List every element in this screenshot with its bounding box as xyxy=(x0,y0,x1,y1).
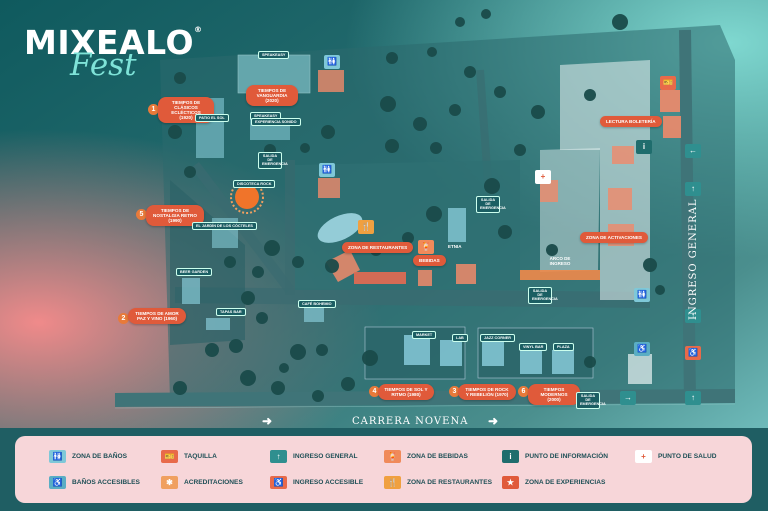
era-label-1970[interactable]: TIEMPOS DE ROCK Y REBELIÓN (1970) xyxy=(458,384,516,401)
badge-icon: ✱ xyxy=(161,476,178,489)
drink-icon[interactable]: 🍹 xyxy=(418,240,434,254)
era-number-3: 3 xyxy=(449,386,460,397)
info-icon[interactable]: i xyxy=(636,140,652,154)
era-number-1: 1 xyxy=(148,104,159,115)
health-icon: + xyxy=(635,450,652,463)
legend-item: + PUNTO DE SALUD xyxy=(635,450,717,463)
road-ingreso-general: INGRESO GENERAL xyxy=(688,198,699,320)
arrow-up-icon: ↑ xyxy=(270,450,287,463)
era-label-1960[interactable]: TIEMPOS DE AMOR PAZ Y VINO (1960) xyxy=(128,308,186,325)
legend-item: 🎫 TAQUILLA xyxy=(161,450,217,463)
emergency-exit-1: SALIDA DE EMERGENCIA xyxy=(258,152,288,169)
accessible-restroom-icon[interactable]: ♿ xyxy=(634,342,650,356)
stage-label: ETNIA xyxy=(448,244,462,249)
lab-tag: LAB xyxy=(452,334,468,343)
tapas-tag: TAPAS BAR xyxy=(216,308,246,317)
era-number-6: 6 xyxy=(518,386,529,397)
jazz-tag: JAZZ CORNER xyxy=(480,334,516,343)
map-legend: 🚻 ZONA DE BAÑOS ♿ BAÑOS ACCESIBLES 🎫 TAQ… xyxy=(15,436,752,503)
legend-item: 🍴 ZONA DE RESTAURANTES xyxy=(384,476,492,489)
legend-item: ★ ZONA DE EXPERIENCIAS xyxy=(502,476,605,489)
info-icon: i xyxy=(502,450,519,463)
legend-item: i PUNTO DE INFORMACIÓN xyxy=(502,450,608,463)
emergency-exit-2: SALIDA DE EMERGENCIA xyxy=(476,196,506,213)
restroom-icon: 🚻 xyxy=(49,450,66,463)
ticket-reading[interactable]: LECTURA BOLETERÍA xyxy=(600,116,662,128)
accessible-entry-icon: ♿ xyxy=(270,476,287,489)
restroom-icon[interactable]: 🚻 xyxy=(324,55,340,69)
legend-item: ↑ INGRESO GENERAL xyxy=(270,450,357,463)
arrow-up-icon[interactable]: ↑ xyxy=(685,309,701,323)
accessible-restroom-icon: ♿ xyxy=(49,476,66,489)
experience-icon: ★ xyxy=(502,476,519,489)
zone-activations[interactable]: ZONA DE ACTIVACIONES xyxy=(580,232,648,244)
experiencia-tag: EXPERIENCIA SONIDO xyxy=(251,118,301,127)
ticket-icon: 🎫 xyxy=(161,450,178,463)
patio-tag: PATIO EL SOL xyxy=(195,114,229,123)
entrance-arch-label: ARCO DE INGRESO xyxy=(549,256,571,267)
arrow-up-icon[interactable]: ↑ xyxy=(685,391,701,405)
arrow-right-icon: ➜ xyxy=(488,414,499,428)
legend-item: ♿ BAÑOS ACCESIBLES xyxy=(49,476,140,489)
legend-item: 🚻 ZONA DE BAÑOS xyxy=(49,450,127,463)
market-tag: MARKET xyxy=(412,331,437,340)
cafe-tag: CAFÉ BOHEMIO xyxy=(298,300,336,309)
era-number-2: 2 xyxy=(118,313,129,324)
accessible-entry-icon[interactable]: ♿ xyxy=(685,346,701,360)
restroom-icon[interactable]: 🚻 xyxy=(319,163,335,177)
era-label-1980[interactable]: TIEMPOS DE SOL Y RITMO (1980) xyxy=(378,384,434,401)
road-carrera-novena: CARRERA NOVENA xyxy=(352,416,469,427)
speakeasy-tag: SPEAKEASY xyxy=(258,51,290,60)
era-label-2020[interactable]: TIEMPOS DE VANGUARDIA (2020) xyxy=(246,85,298,107)
brand-subtitle: Fest xyxy=(70,47,137,83)
era-number-4: 4 xyxy=(369,386,380,397)
brand-title: MIXEALO® xyxy=(24,23,203,62)
food-icon: 🍴 xyxy=(384,476,401,489)
zone-drinks[interactable]: BEBIDAS xyxy=(413,255,446,267)
arrow-left-icon[interactable]: ← xyxy=(685,144,701,158)
emergency-exit-3: SALIDA DE EMERGENCIA xyxy=(528,287,558,304)
era-label-2000[interactable]: TIEMPOS MODERNOS (2000) xyxy=(528,384,580,406)
ticket-icon[interactable]: 🎫 xyxy=(660,76,676,90)
legend-item: ✱ ACREDITACIONES xyxy=(161,476,243,489)
emergency-exit-4: SALIDA DE EMERGENCIA xyxy=(576,392,606,409)
health-icon[interactable]: + xyxy=(535,170,551,184)
discoteca-tag: DISCOTECA ROCK xyxy=(233,180,276,189)
drink-icon: 🍹 xyxy=(384,450,401,463)
vinyl-tag: VINYL BAR xyxy=(519,343,548,352)
legend-item: ♿ INGRESO ACCESIBLE xyxy=(270,476,363,489)
era-label-1990[interactable]: TIEMPOS DE NOSTALGIA RETRO (1990) xyxy=(146,205,204,227)
jardin-tag: EL JARDÍN DE LOS CÓCTELES xyxy=(192,222,257,231)
legend-item: 🍹 ZONA DE BEBIDAS xyxy=(384,450,468,463)
era-number-5: 5 xyxy=(136,209,147,220)
plaza-tag: PLAZA xyxy=(553,343,574,352)
zone-restaurants[interactable]: ZONA DE RESTAURANTES xyxy=(342,242,414,254)
beer-garden-tag: BEER GARDEN xyxy=(176,268,213,277)
arrow-right-icon: ➜ xyxy=(262,414,273,428)
arrow-up-icon[interactable]: ↑ xyxy=(685,182,701,196)
food-icon[interactable]: 🍴 xyxy=(358,220,374,234)
arrow-right-icon[interactable]: → xyxy=(620,391,636,405)
restroom-icon[interactable]: 🚻 xyxy=(634,288,650,302)
